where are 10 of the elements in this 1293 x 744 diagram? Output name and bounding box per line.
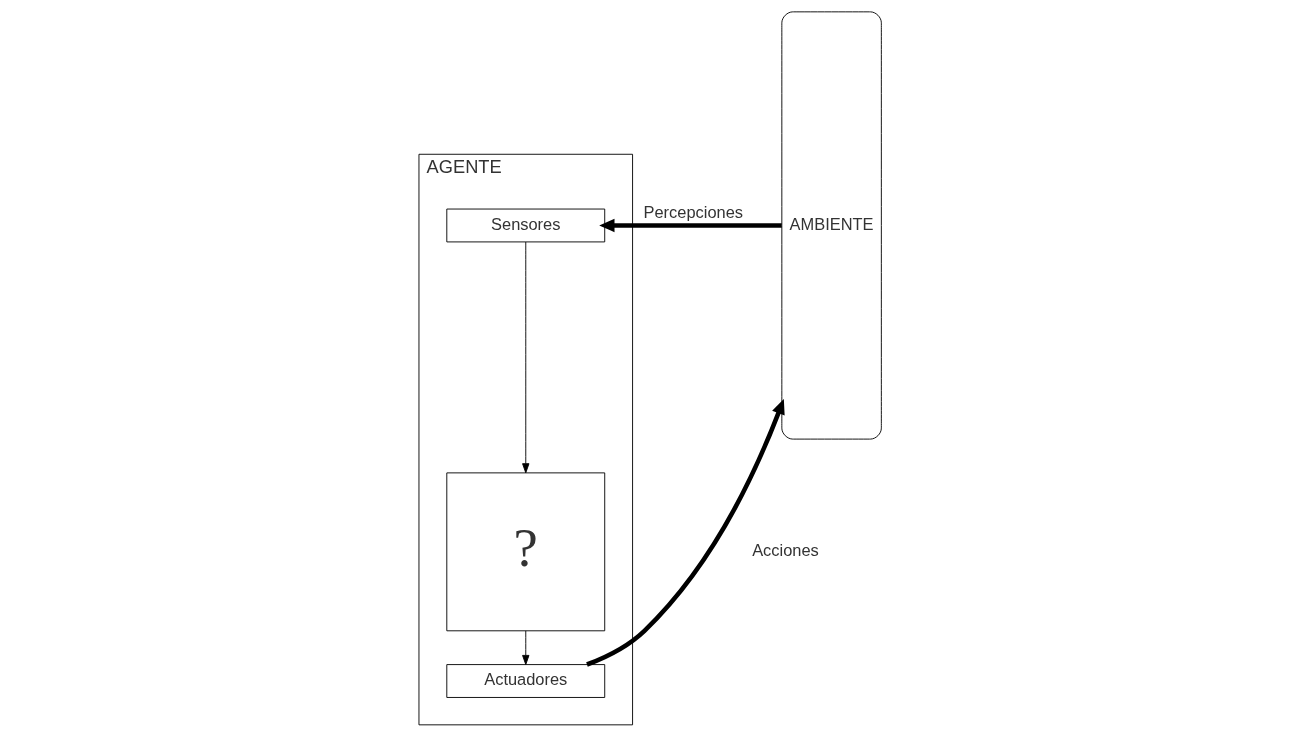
- arrow: [599, 218, 782, 233]
- edge-label: Acciones: [752, 540, 819, 559]
- edge-label: Percepciones: [643, 202, 744, 221]
- arrow: [522, 630, 530, 665]
- node-box: ?: [446, 472, 606, 632]
- arrow: [586, 398, 785, 667]
- node-box: Actuadores: [446, 664, 606, 698]
- arrow: [522, 241, 530, 474]
- node-box: Sensores: [446, 208, 606, 243]
- node-box: AMBIENTE: [781, 11, 882, 440]
